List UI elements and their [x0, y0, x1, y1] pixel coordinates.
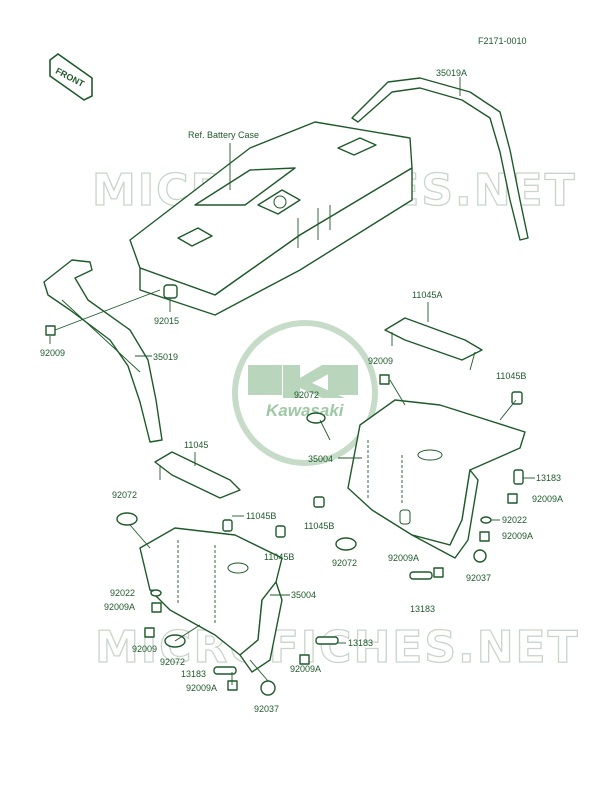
label-35019A: 35019A	[436, 68, 467, 78]
bolt-92009-b	[379, 374, 390, 385]
bolt-92009A-f	[299, 654, 310, 665]
label-92009-a: 92009	[40, 348, 65, 358]
bolt-92009A-b	[479, 531, 490, 542]
clip-11045B-a	[511, 391, 523, 405]
washer-92022-b	[150, 589, 162, 597]
bolt-92009A-a	[507, 493, 518, 504]
front-arrow-icon: FRONT	[49, 53, 93, 101]
label-92072-d: 92072	[160, 657, 185, 667]
bolt-92009A-e	[227, 680, 238, 691]
label-11045B-c: 11045B	[246, 511, 276, 521]
grommet-92072-a	[306, 412, 326, 424]
label-92009-b: 92009	[368, 356, 393, 366]
kawasaki-logo: Kawasaki	[232, 320, 378, 466]
clip-92015	[163, 284, 178, 299]
label-11045B-a: 11045B	[496, 371, 526, 381]
washer-92022-a	[480, 516, 492, 524]
cap-92037-b	[260, 680, 276, 696]
label-92009A-c: 92009A	[388, 553, 419, 563]
clip-13183-b	[409, 571, 433, 580]
label-92009A-f: 92009A	[290, 664, 321, 674]
label-11045A: 11045A	[412, 290, 442, 300]
trim-strip-left	[43, 259, 163, 443]
label-11045B-d: 11045B	[264, 552, 294, 562]
label-35004-a: 35004	[308, 454, 333, 464]
bolt-92009-c	[144, 627, 155, 638]
clip-11045B-d	[275, 525, 286, 538]
cap-92037-a	[473, 549, 487, 563]
fender-left	[139, 527, 283, 673]
label-92072-a: 92072	[294, 390, 319, 400]
clip-11045B-b	[313, 496, 325, 508]
label-92009-c: 92009	[132, 644, 157, 654]
label-35019: 35019	[153, 352, 178, 362]
grommet-92072-c	[116, 512, 138, 526]
label-11045: 11045	[184, 440, 208, 450]
clip-13183-c	[213, 666, 237, 675]
label-92015: 92015	[154, 316, 179, 326]
label-92009A-a: 92009A	[532, 494, 563, 504]
label-13183-c: 13183	[181, 669, 206, 679]
label-92009A-d: 92009A	[104, 602, 135, 612]
bolt-92009A-c	[433, 567, 444, 578]
figure-code: F2171-0010	[478, 36, 527, 46]
label-92009A-e: 92009A	[186, 683, 217, 693]
battery-case	[129, 121, 413, 316]
clip-11045B-c	[222, 519, 233, 532]
label-92037-b: 92037	[254, 704, 279, 714]
bracket-11045A	[384, 317, 483, 371]
fender-right	[347, 399, 526, 559]
label-92022-a: 92022	[502, 515, 527, 525]
bracket-11045	[154, 451, 241, 499]
label-92072-b: 92072	[332, 558, 357, 568]
label-92072-c: 92072	[112, 490, 137, 500]
clip-13183-a	[513, 469, 524, 485]
bolt-92009A-d	[151, 602, 162, 613]
ref-battery-case-label: Ref. Battery Case	[188, 130, 259, 140]
grommet-92072-b	[335, 537, 357, 551]
label-92037-a: 92037	[466, 573, 491, 583]
label-92009A-b: 92009A	[502, 531, 533, 541]
bolt-92009-a	[45, 325, 56, 336]
label-92022-b: 92022	[110, 588, 135, 598]
clip-13183-d	[315, 636, 339, 645]
logo-text: Kawasaki	[266, 401, 345, 420]
label-13183-b: 13183	[410, 604, 435, 614]
label-13183-a: 13183	[536, 473, 561, 483]
label-35004-b: 35004	[291, 590, 316, 600]
label-13183-d: 13183	[348, 638, 373, 648]
label-11045B-b: 11045B	[304, 521, 334, 531]
trim-strip-right	[351, 77, 529, 241]
